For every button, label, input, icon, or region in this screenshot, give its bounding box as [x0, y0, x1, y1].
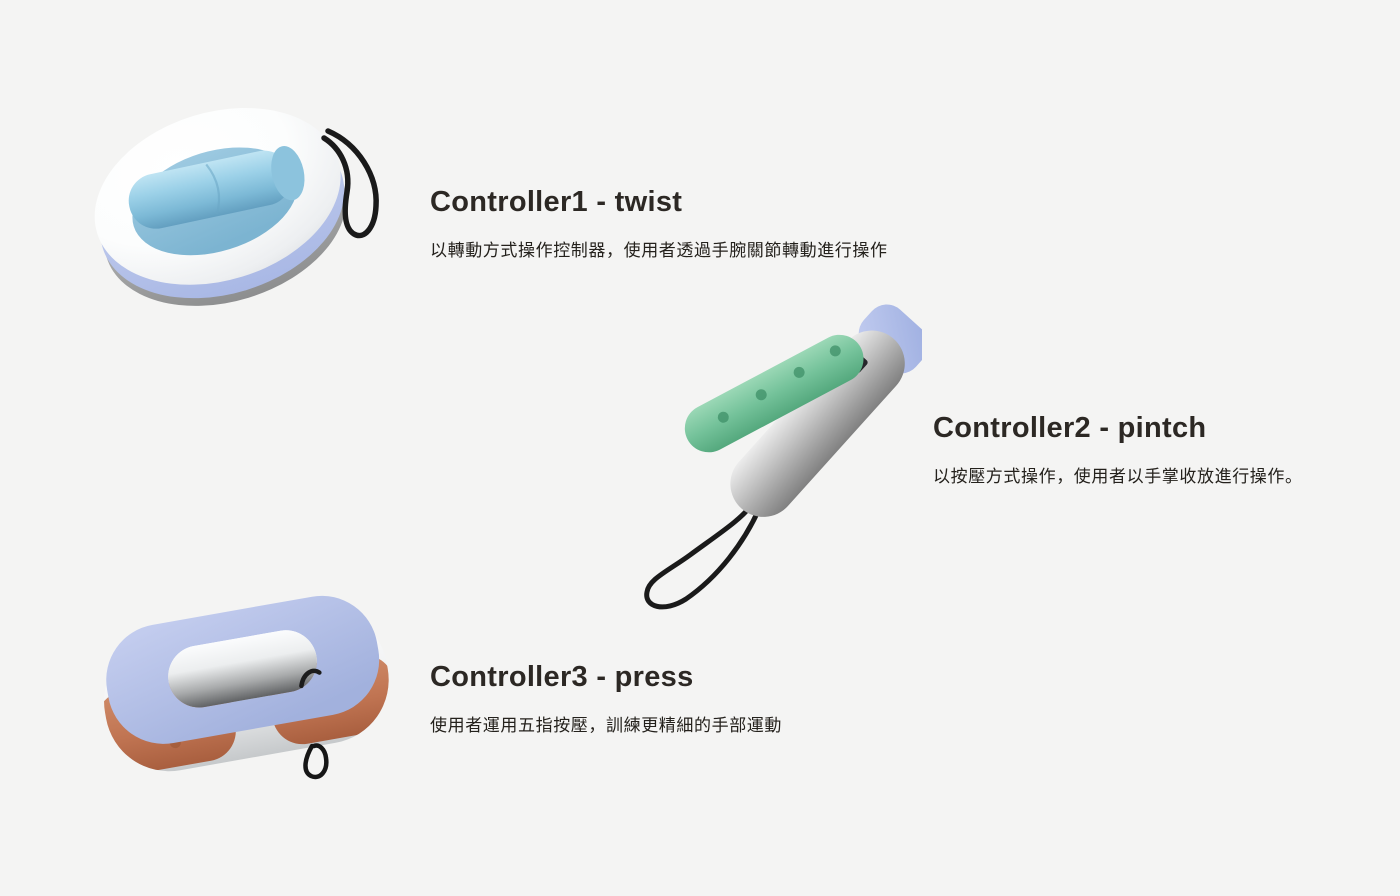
twist-controller-render — [94, 107, 379, 306]
controller3-title: Controller3 - press — [430, 661, 694, 693]
controller1-text-block: Controller1 - twist 以轉動方式操作控制器，使用者透過手腕關節… — [430, 185, 888, 262]
controller3-description: 使用者運用五指按壓，訓練更精細的手部運動 — [430, 715, 782, 735]
inner-opening — [168, 630, 317, 708]
controller3-text-block: Controller3 - press 使用者運用五指按壓，訓練更精細的手部運動 — [430, 660, 782, 737]
wrist-strap — [321, 128, 379, 239]
controller1-description: 以轉動方式操作控制器，使用者透過手腕關節轉動進行操作 — [430, 240, 888, 260]
controller1-title: Controller1 - twist — [430, 186, 683, 218]
pinch-controller-render — [644, 304, 922, 610]
green-lever — [684, 334, 864, 453]
controller2-text-block: Controller2 - pintch 以按壓方式操作，使用者以手掌收放進行操… — [933, 411, 1303, 488]
controller2-title: Controller2 - pintch — [933, 412, 1207, 444]
grey-body — [730, 330, 905, 517]
press-controller-render — [96, 595, 398, 780]
lavender-top-face — [106, 595, 380, 744]
strap-through-ring — [299, 668, 322, 689]
wrist-cord — [644, 500, 763, 610]
controller2-description: 以按壓方式操作，使用者以手掌收放進行操作。 — [933, 466, 1303, 486]
strap-loop — [303, 743, 329, 780]
